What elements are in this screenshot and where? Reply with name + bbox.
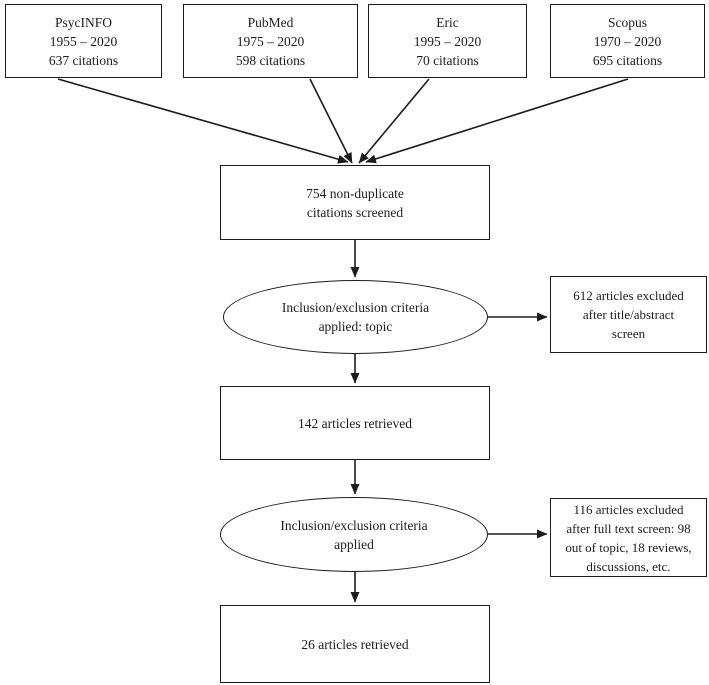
criteria-line: applied: topic	[318, 319, 393, 334]
source-name: Scopus	[607, 14, 647, 30]
excluded-line: out of topic, 18 reviews,	[565, 539, 692, 555]
excluded-line: 116 articles excluded	[573, 501, 684, 517]
excluded-line: discussions, etc.	[586, 558, 671, 574]
criteria-topic-ellipse: Inclusion/exclusion criteria applied: to…	[223, 280, 488, 354]
criteria-fulltext-ellipse: Inclusion/exclusion criteria applied	[220, 497, 488, 572]
arrow-scopus-to-screened	[365, 78, 629, 164]
source-box-eric: Eric 1995 – 2020 70 citations	[368, 4, 527, 78]
screened-line: citations screened	[306, 204, 404, 220]
arrow-psycinfo-to-screened	[57, 78, 349, 164]
source-citations: 70 citations	[416, 52, 479, 68]
excluded-line: after full text screen: 98	[566, 520, 691, 536]
source-name: PsycINFO	[54, 14, 112, 30]
source-box-pubmed: PubMed 1975 – 2020 598 citations	[183, 4, 358, 78]
criteria-line: applied	[334, 536, 374, 552]
retrieved-fulltext-box: 142 articles retrieved	[220, 386, 490, 460]
excluded-title-abstract-box: 612 articles excluded after title/abstra…	[550, 276, 707, 353]
excluded-line: after title/abstract	[582, 307, 675, 322]
source-citations: 598 citations	[235, 52, 306, 68]
source-years: 1975 – 2020	[236, 33, 305, 49]
retrieved-final-box: 26 articles retrieved	[220, 605, 490, 683]
source-citations: 695 citations	[592, 52, 663, 68]
source-name: Eric	[436, 14, 459, 30]
source-box-scopus: Scopus 1970 – 2020 695 citations	[550, 4, 705, 78]
excluded-fulltext-box: 116 articles excluded after full text sc…	[550, 498, 707, 577]
source-box-psycinfo: PsycINFO 1955 – 2020 637 citations	[5, 4, 162, 78]
source-years: 1970 – 2020	[593, 33, 662, 49]
source-citations: 637 citations	[48, 52, 119, 68]
source-years: 1995 – 2020	[413, 33, 482, 49]
criteria-line: Inclusion/exclusion criteria	[280, 517, 428, 533]
criteria-line: Inclusion/exclusion criteria	[281, 300, 430, 315]
arrow-pubmed-to-screened	[309, 78, 353, 164]
source-years: 1955 – 2020	[49, 33, 118, 49]
retrieved-label: 26 articles retrieved	[301, 636, 409, 652]
screened-line: 754 non-duplicate	[306, 185, 404, 201]
excluded-line: screen	[611, 326, 646, 341]
source-name: PubMed	[247, 14, 294, 30]
retrieved-label: 142 articles retrieved	[298, 415, 412, 431]
excluded-line: 612 articles excluded	[573, 288, 684, 303]
screened-box: 754 non-duplicate citations screened	[220, 165, 490, 240]
arrow-eric-to-screened	[358, 78, 430, 164]
